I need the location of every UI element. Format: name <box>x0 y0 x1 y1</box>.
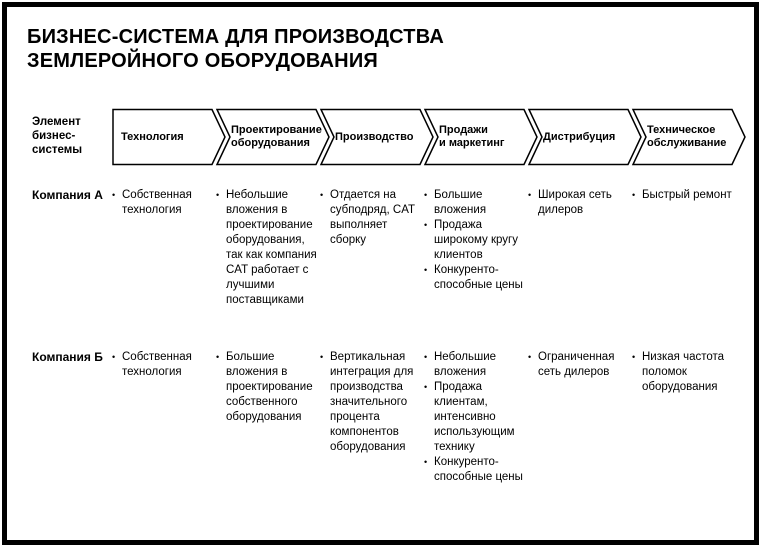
bullet-item: • Конкуренто-способные цены <box>424 263 525 293</box>
cell: • Ограниченная сеть дилеров <box>528 350 629 380</box>
bullet-icon: • <box>112 352 116 362</box>
bullet-item: • Большие вложения в проектирование собст… <box>216 350 317 425</box>
process-step-shape <box>423 108 538 166</box>
company-row-label: Компания Б <box>32 350 103 364</box>
bullet-icon: • <box>424 457 428 467</box>
bullet-text: Продажа широкому кругу клиентов <box>434 219 518 261</box>
bullet-text: Широкая сеть дилеров <box>538 189 612 216</box>
bullet-item: • Большие вложения <box>424 188 525 218</box>
bullet-item: • Продажа клиентам, интенсивно использующ… <box>424 380 525 455</box>
bullet-item: • Ограниченная сеть дилеров <box>528 350 629 380</box>
bullet-icon: • <box>632 190 636 200</box>
bullet-text: Быстрый ремонт <box>642 189 732 201</box>
bullet-item: • Продажа широкому кругу клиентов <box>424 218 525 263</box>
bullet-text: Отдается на субподряд, CAT выполняет сбо… <box>330 189 415 246</box>
bullet-item: • Вертикальная интеграция для производств… <box>320 350 421 455</box>
bullet-text: Большие вложения <box>434 189 487 216</box>
cell: • Большие вложения в проектирование собст… <box>216 350 317 425</box>
bullet-text: Вертикальная интеграция для производства… <box>330 351 414 453</box>
bullet-icon: • <box>528 352 532 362</box>
bullet-item: • Собственная технология <box>112 188 213 218</box>
bullet-text: Небольшие вложения в проектирование обор… <box>226 189 317 306</box>
cell: • Небольшие вложения • Продажа клиентам, ин… <box>424 350 525 485</box>
bullet-item: • Низкая частота поломок оборудования <box>632 350 733 395</box>
cell: • Собственная технология <box>112 350 213 380</box>
bullet-icon: • <box>424 220 428 230</box>
bullet-icon: • <box>528 190 532 200</box>
bullet-icon: • <box>424 352 428 362</box>
bullet-text: Собственная технология <box>122 351 192 378</box>
bullet-text: Продажа клиентам, интенсивно использующи… <box>434 381 515 453</box>
process-step-label: Продажи и маркетинг <box>439 124 505 149</box>
cell: • Низкая частота поломок оборудования <box>632 350 733 395</box>
diagram-title: БИЗНЕС-СИСТЕМА ДЛЯ ПРОИЗВОДСТВА ЗЕМЛЕРОЙ… <box>27 26 445 72</box>
process-step-label: Производство <box>335 130 414 143</box>
process-step-label: Техническое обслуживание <box>647 124 727 149</box>
process-step-shape <box>215 108 330 166</box>
bullet-item: • Собственная технология <box>112 350 213 380</box>
cell: • Быстрый ремонт <box>632 188 733 203</box>
process-step-shape <box>319 108 434 166</box>
process-step-shape <box>112 108 226 166</box>
cell: • Собственная технология <box>112 188 213 218</box>
bullet-text: Низкая частота поломок оборудования <box>642 351 725 393</box>
bullet-item: • Небольшие вложения в проектирование обо… <box>216 188 317 308</box>
cell: • Небольшие вложения в проектирование обо… <box>216 188 317 308</box>
cell: • Большие вложения • Продажа широкому кругу… <box>424 188 525 293</box>
bullet-icon: • <box>112 190 116 200</box>
process-step-label: Дистрибуция <box>543 130 616 143</box>
bullet-item: • Быстрый ремонт <box>632 188 733 203</box>
cell: • Широкая сеть дилеров <box>528 188 629 218</box>
process-step-label: Проектирование оборудования <box>231 124 322 149</box>
bullet-item: • Широкая сеть дилеров <box>528 188 629 218</box>
row-axis-label: Элемент бизнес- системы <box>32 116 83 156</box>
bullet-text: Конкуренто-способные цены <box>434 456 523 483</box>
bullet-text: Большие вложения в проектирование собств… <box>226 351 313 423</box>
bullet-icon: • <box>424 190 428 200</box>
bullet-item: • Небольшие вложения <box>424 350 525 380</box>
bullet-text: Ограниченная сеть дилеров <box>538 351 615 378</box>
bullet-icon: • <box>424 265 428 275</box>
bullet-text: Собственная технология <box>122 189 192 216</box>
bullet-item: • Отдается на субподряд, CAT выполняет сб… <box>320 188 421 248</box>
bullet-icon: • <box>320 352 324 362</box>
company-row-label: Компания А <box>32 188 103 202</box>
process-step-shape <box>527 108 642 166</box>
process-arrow-band: Технология Проектирование оборудования Про… <box>112 108 754 166</box>
bullet-item: • Конкуренто-способные цены <box>424 455 525 485</box>
bullet-icon: • <box>632 352 636 362</box>
bullet-text: Небольшие вложения <box>434 351 497 378</box>
cell: • Вертикальная интеграция для производств… <box>320 350 421 455</box>
process-step-shape <box>631 108 746 166</box>
cell: • Отдается на субподряд, CAT выполняет сб… <box>320 188 421 248</box>
process-step-label: Технология <box>121 130 184 143</box>
bullet-icon: • <box>216 352 220 362</box>
process-arrows-svg <box>112 108 746 166</box>
bullet-icon: • <box>320 190 324 200</box>
bullet-icon: • <box>424 382 428 392</box>
bullet-text: Конкуренто-способные цены <box>434 264 523 291</box>
bullet-icon: • <box>216 190 220 200</box>
